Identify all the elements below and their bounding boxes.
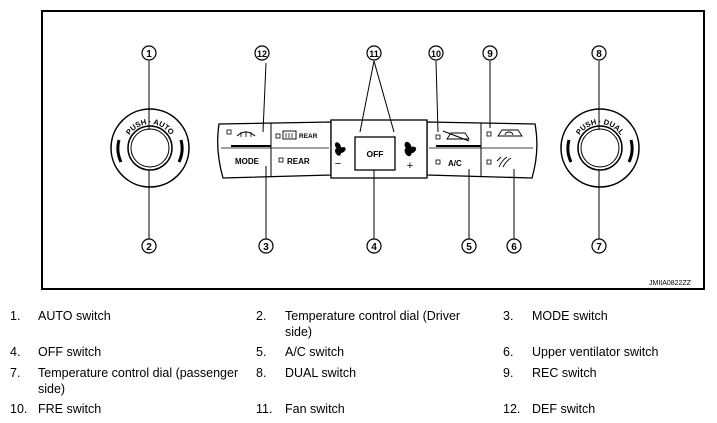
legend-num: 6. [503,345,514,359]
callout-leaders [148,60,600,239]
callout-3: 3 [258,238,274,254]
callout-11: 11 [366,45,382,61]
callout-10: 10 [428,45,444,61]
fan-minus-label: − [335,158,341,170]
callout-1: 1 [141,45,157,61]
rear-defrost-indicator [275,133,281,139]
upper-vent-indicator [486,159,492,165]
rear-button-label: REAR [287,157,310,166]
svg-text:9: 9 [487,49,493,60]
legend-num: 4. [10,345,21,359]
rec-switch[interactable] [486,129,523,137]
legend-text: Temperature control dial (Driver side) [285,309,461,339]
fre-indicator [435,134,441,140]
fresh-air-icon [442,130,470,142]
legend-num: 3. [503,309,514,323]
ac-indicator [435,159,441,165]
callout-8: 8 [591,45,607,61]
legend-num: 5. [256,345,267,359]
ac-switch[interactable]: A/C [435,159,462,168]
svg-text:10: 10 [431,49,441,59]
rear-defrost-icon [282,130,297,140]
rear-switch[interactable]: REAR [278,157,310,166]
callout-12: 12 [254,45,270,61]
legend-num: 9. [503,366,514,380]
figure-frame [41,10,705,290]
svg-text:3: 3 [263,242,269,253]
legend-num: 11. [256,402,273,416]
legend-num: 12. [503,402,521,416]
temperature-dial-driver[interactable]: PUSH · AUTO [110,108,190,188]
off-switch[interactable]: OFF [354,136,396,171]
legend-num: 1. [10,309,21,323]
legend-text: OFF switch [38,345,102,359]
svg-text:5: 5 [466,242,472,253]
fan-down-switch[interactable]: − [334,141,347,170]
mode-label: MODE [235,157,260,166]
fre-switch[interactable] [435,130,470,142]
legend-text: REC switch [532,366,597,380]
legend-text: FRE switch [38,402,102,416]
fan-icon-large [404,141,417,157]
svg-text:7: 7 [596,242,602,253]
fan-icon [334,142,346,156]
figure-code: JMIIA0822ZZ [649,280,692,287]
legend-num: 10. [10,402,28,416]
legend-text: Fan switch [285,402,345,416]
svg-text:6: 6 [511,242,517,253]
recirculation-icon [497,129,523,137]
svg-text:11: 11 [369,49,379,59]
legend-num: 2. [256,309,267,323]
legend-text: AUTO switch [38,309,111,323]
rec-indicator [486,131,492,137]
callout-2: 2 [141,238,157,254]
rear-icon-label: REAR [299,133,318,140]
off-label: OFF [367,149,384,159]
callout-6: 6 [506,238,522,254]
legend-text: MODE switch [532,309,608,323]
ac-label: A/C [448,159,462,168]
fan-up-switch[interactable]: + [403,141,417,172]
upper-ventilator-switch[interactable] [486,156,512,168]
fan-plus-label: + [407,160,413,172]
upper-vent-icon [496,156,512,168]
defrost-icon [236,131,256,137]
legend: 1. AUTO switch 2. Temperature control di… [0,298,717,423]
svg-text:12: 12 [257,49,267,59]
legend-text: A/C switch [285,345,345,359]
control-panel-diagram: PUSH · AUTO PUSH · DUAL [41,10,705,290]
legend-text: DUAL switch [285,366,357,380]
rear-defrost-switch[interactable]: REAR [275,130,318,140]
temperature-dial-passenger[interactable]: PUSH · DUAL [560,108,640,188]
legend-num: 7. [10,366,21,380]
callout-7: 7 [591,238,607,254]
legend-num: 8. [256,366,267,380]
svg-text:2: 2 [146,242,152,253]
callout-9: 9 [482,45,498,61]
mode-switch[interactable]: MODE [235,157,260,166]
legend-text: DEF switch [532,402,596,416]
svg-text:8: 8 [596,49,602,60]
svg-text:1: 1 [146,49,152,60]
def-indicator [226,129,232,135]
callout-4: 4 [366,238,382,254]
svg-text:4: 4 [371,242,377,253]
legend-text: Upper ventilator switch [532,345,659,359]
def-switch[interactable] [226,129,256,137]
legend-text: Temperature control dial (passenger side… [38,366,239,396]
rear-indicator [278,157,284,163]
callout-5: 5 [461,238,477,254]
